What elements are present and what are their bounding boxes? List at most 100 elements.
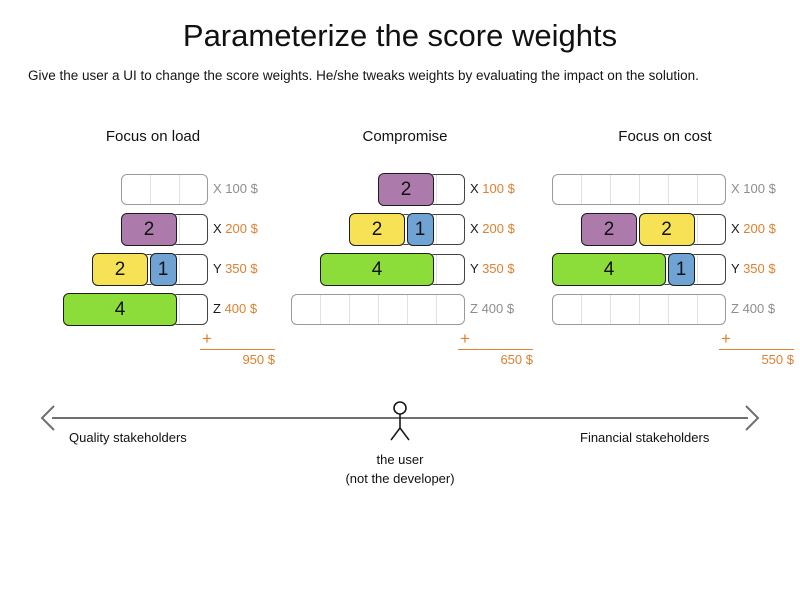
track-cell[interactable] — [151, 215, 180, 244]
track-cell[interactable] — [437, 215, 466, 244]
row-cost-label: X 100 $ — [470, 181, 515, 196]
row-cost-value: 350 $ — [225, 261, 258, 276]
track-cell[interactable] — [698, 255, 727, 284]
weight-slider-track[interactable] — [552, 174, 726, 205]
row-cost-value: 400 $ — [742, 301, 776, 316]
track-cell[interactable] — [122, 175, 151, 204]
track-cell[interactable] — [180, 295, 209, 324]
track-cell[interactable] — [698, 175, 727, 204]
track-cell[interactable] — [437, 295, 466, 324]
track-cell[interactable] — [292, 295, 321, 324]
weight-slider-track[interactable] — [121, 174, 208, 205]
arrow-right-icon — [744, 405, 760, 431]
row-key: Y — [731, 261, 744, 276]
track-cell[interactable] — [321, 295, 350, 324]
row-cost-value: 400 $ — [224, 301, 258, 316]
row-cost-label: X 100 $ — [731, 181, 776, 196]
row-key: X — [470, 181, 483, 196]
weight-segment[interactable]: 4 — [320, 253, 434, 286]
weight-segment[interactable]: 2 — [92, 253, 148, 286]
weight-segment[interactable]: 4 — [552, 253, 666, 286]
scenario-column-title: Focus on cost — [618, 128, 712, 145]
track-cell[interactable] — [437, 255, 466, 284]
track-cell[interactable] — [180, 175, 209, 204]
weight-segment[interactable]: 2 — [378, 173, 434, 206]
weight-segment-group[interactable]: 2 — [121, 213, 179, 246]
track-cell[interactable] — [698, 295, 727, 324]
sum-plus-icon: + — [460, 329, 470, 348]
track-cell[interactable] — [640, 295, 669, 324]
row-cost-label: Y 350 $ — [470, 261, 515, 276]
weight-segment-group[interactable]: 4 — [320, 253, 436, 286]
track-cell[interactable] — [698, 215, 727, 244]
track-cell[interactable] — [640, 175, 669, 204]
track-cell[interactable] — [151, 255, 180, 284]
row-key: X — [731, 181, 744, 196]
row-cost-value: 200 $ — [743, 221, 776, 236]
scenario-column-title: Compromise — [362, 128, 448, 145]
user-stick-figure-icon — [382, 400, 418, 442]
track-cell[interactable] — [408, 175, 437, 204]
column-total-value: 550 $ — [761, 352, 794, 367]
track-cell[interactable] — [408, 215, 437, 244]
track-cell[interactable] — [669, 255, 698, 284]
weight-segment[interactable]: 2 — [121, 213, 177, 246]
user-caption-line-2: (not the developer) — [345, 471, 455, 486]
sum-plus-icon: + — [202, 329, 212, 348]
row-cost-value: 350 $ — [743, 261, 776, 276]
track-cell[interactable] — [151, 175, 180, 204]
sum-rule — [719, 349, 794, 350]
track-cell[interactable] — [611, 295, 640, 324]
row-cost-label: X 200 $ — [731, 221, 776, 236]
track-cell[interactable] — [379, 295, 408, 324]
row-cost-value: 100 $ — [482, 181, 515, 196]
weight-segment[interactable]: 4 — [63, 293, 177, 326]
weight-segment[interactable]: 2 — [349, 213, 405, 246]
track-cell[interactable] — [350, 295, 379, 324]
weight-segment[interactable]: 1 — [406, 213, 434, 246]
row-key: X — [731, 221, 744, 236]
row-cost-value: 200 $ — [225, 221, 258, 236]
column-total: +950 $ — [200, 329, 275, 367]
weight-segment[interactable]: 1 — [667, 253, 695, 286]
track-cell-grid — [292, 295, 464, 324]
track-cell[interactable] — [180, 255, 209, 284]
weight-slider-track[interactable] — [291, 294, 465, 325]
weight-segment[interactable]: 2 — [581, 213, 637, 246]
column-total: +650 $ — [458, 329, 533, 367]
weight-segment[interactable]: 1 — [149, 253, 177, 286]
track-cell[interactable] — [151, 295, 180, 324]
row-cost-value: 400 $ — [481, 301, 515, 316]
track-cell[interactable] — [553, 175, 582, 204]
row-cost-label: Y 350 $ — [213, 261, 258, 276]
track-cell[interactable] — [408, 255, 437, 284]
weight-segment[interactable]: 2 — [638, 213, 695, 246]
track-cell-grid — [553, 295, 725, 324]
track-cell[interactable] — [408, 295, 437, 324]
track-cell[interactable] — [582, 175, 611, 204]
row-cost-label: Z 400 $ — [731, 301, 775, 316]
track-cell[interactable] — [669, 215, 698, 244]
track-cell[interactable] — [669, 175, 698, 204]
track-cell[interactable] — [553, 295, 582, 324]
row-key: Z — [731, 301, 743, 316]
row-cost-label: X 200 $ — [213, 221, 258, 236]
weight-segment-group[interactable]: 2 — [378, 173, 436, 206]
track-cell-grid — [122, 175, 207, 204]
scenario-column-title: Focus on load — [105, 128, 201, 145]
arrow-left-icon — [40, 405, 56, 431]
track-cell[interactable] — [180, 215, 209, 244]
weight-segment-group[interactable]: 4 — [63, 293, 179, 326]
track-cell[interactable] — [611, 175, 640, 204]
track-cell[interactable] — [669, 295, 698, 324]
row-key: X — [213, 181, 226, 196]
row-cost-label: Y 350 $ — [731, 261, 776, 276]
track-cell[interactable] — [582, 295, 611, 324]
weight-slider-track[interactable] — [552, 294, 726, 325]
track-cell[interactable] — [437, 175, 466, 204]
